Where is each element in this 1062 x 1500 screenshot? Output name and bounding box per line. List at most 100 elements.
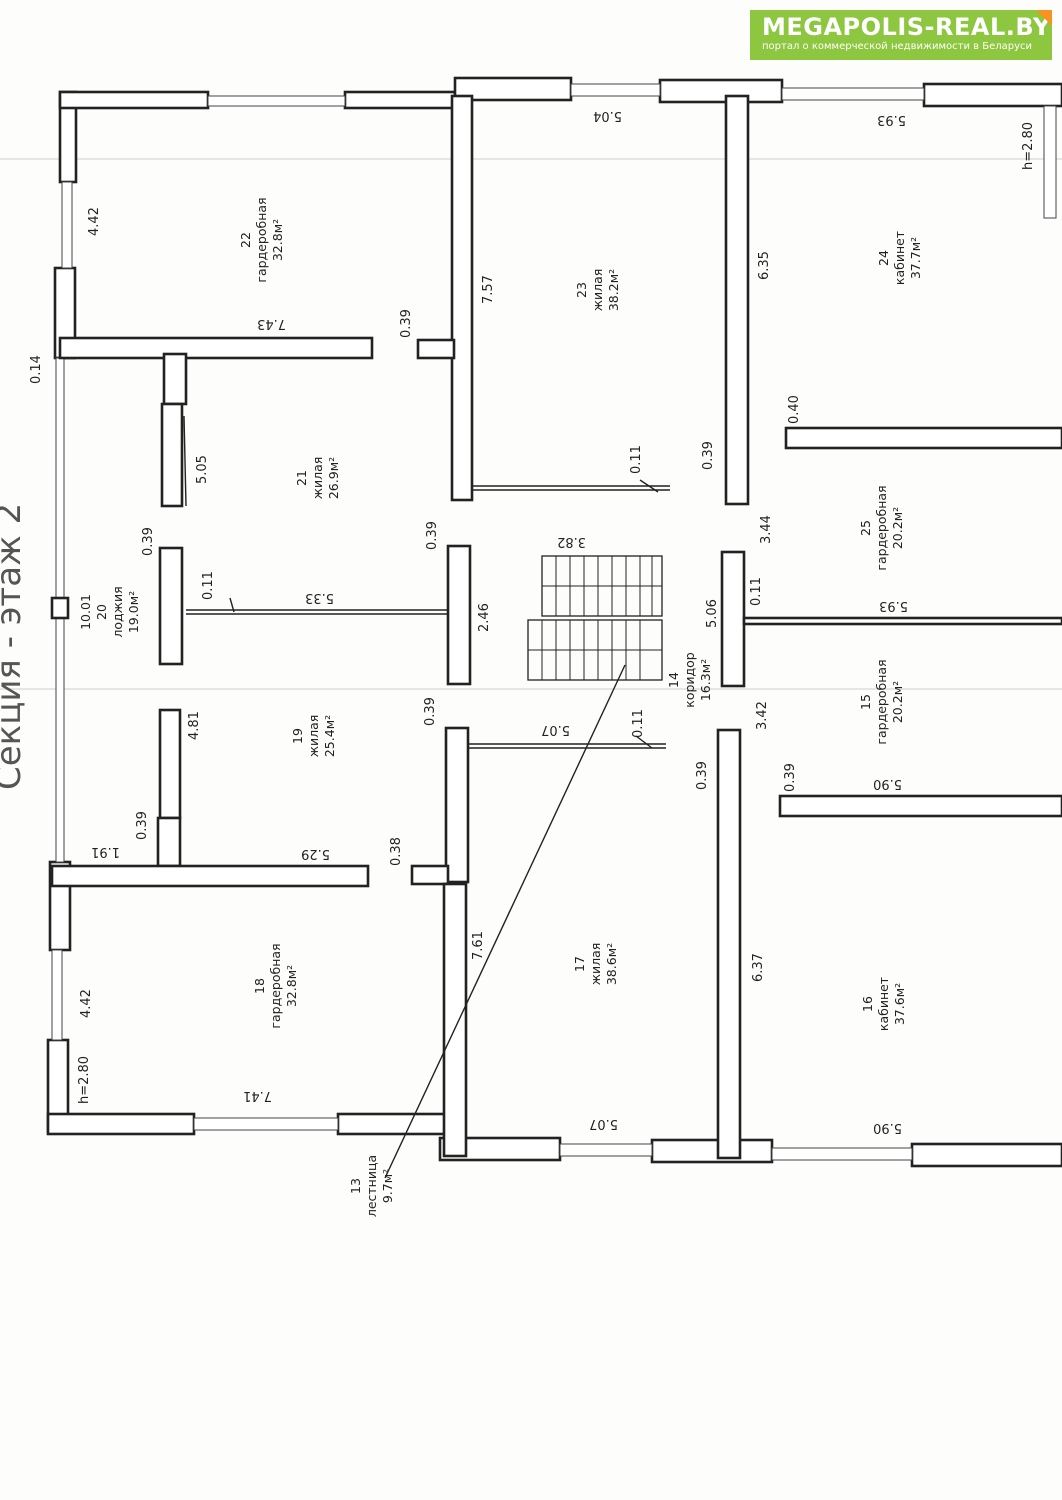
svg-text:18: 18 — [252, 978, 267, 994]
tick — [635, 735, 653, 749]
svg-text:32.8м²: 32.8м² — [270, 219, 285, 261]
window — [559, 1143, 653, 1157]
watermark-subtitle: портал о коммерческой недвижимости в Бел… — [762, 41, 1032, 52]
dimension-label: 0.40 — [787, 395, 802, 424]
svg-text:13: 13 — [348, 1178, 363, 1194]
outer-wall — [910, 1142, 1062, 1168]
dimension-label: 7.57 — [481, 275, 496, 304]
window — [781, 87, 925, 101]
interior-wall — [444, 726, 470, 884]
svg-text:жилая: жилая — [588, 943, 603, 986]
interior-wall — [158, 546, 184, 666]
window — [1043, 105, 1057, 219]
room-label-20: 10.01 20 лоджия 19.0м² — [78, 586, 141, 637]
svg-text:9.7м²: 9.7м² — [380, 1169, 395, 1203]
svg-text:26.9м²: 26.9м² — [326, 457, 341, 499]
window — [193, 1117, 339, 1131]
room-label-13: 13 лестница 9.7м² — [348, 1155, 395, 1217]
watermark-badge: MEGAPOLIS-REAL.BY портал о коммерческой … — [750, 10, 1052, 60]
svg-text:гардеробная: гардеробная — [874, 659, 889, 744]
svg-text:32.8м²: 32.8м² — [284, 965, 299, 1007]
interior-wall — [724, 94, 750, 506]
dimension-label: 4.81 — [187, 711, 202, 740]
dimension-label: 5.07 — [589, 1116, 618, 1131]
interior-wall — [742, 616, 1062, 626]
interior-wall — [162, 352, 188, 406]
svg-text:16.3м²: 16.3м² — [698, 659, 713, 701]
tick — [229, 597, 235, 613]
interior-wall — [416, 338, 456, 360]
svg-text:лестница: лестница — [364, 1155, 379, 1217]
interior-wall — [446, 544, 472, 686]
svg-text:лоджия: лоджия — [110, 586, 125, 637]
svg-text:37.6м²: 37.6м² — [892, 983, 907, 1025]
dimension-label: 0.11 — [631, 709, 646, 738]
svg-text:20.2м²: 20.2м² — [890, 507, 905, 549]
interior-wall — [50, 864, 370, 888]
dimension-label: 5.06 — [705, 599, 720, 628]
interior-wall — [160, 402, 184, 508]
outer-wall — [658, 78, 784, 104]
paper-fold — [0, 688, 1062, 690]
svg-text:кабинет: кабинет — [892, 231, 907, 285]
room-label-15: 15 гардеробная 20.2м² — [858, 659, 905, 744]
svg-text:17: 17 — [572, 956, 587, 972]
outer-wall — [922, 82, 1062, 108]
outer-wall — [650, 1138, 774, 1164]
window — [771, 1147, 913, 1161]
stair — [527, 555, 663, 681]
paper-fold — [0, 158, 1062, 160]
dimension-label: 0.39 — [695, 761, 710, 790]
svg-text:25: 25 — [858, 520, 873, 536]
svg-text:19: 19 — [290, 728, 305, 744]
dimension-label: 4.42 — [87, 207, 102, 236]
watermark-title: MEGAPOLIS-REAL.BY — [762, 13, 1051, 41]
dimension-label: h=2.80 — [77, 1056, 92, 1104]
dimension-label: 0.39 — [141, 527, 156, 556]
svg-text:25.4м²: 25.4м² — [322, 715, 337, 757]
interior-wall — [58, 336, 374, 360]
dimension-label: 3.44 — [759, 515, 774, 544]
svg-text:жилая: жилая — [310, 457, 325, 500]
window — [51, 949, 63, 1041]
svg-text:38.2м²: 38.2м² — [606, 269, 621, 311]
dimension-label: 0.39 — [783, 763, 798, 792]
leader-line — [384, 664, 626, 1179]
svg-text:гардеробная: гардеробная — [254, 197, 269, 282]
corner-flag-icon — [1036, 10, 1052, 26]
dimension-label: 0.39 — [135, 811, 150, 840]
interior-wall — [784, 426, 1062, 450]
outer-wall — [336, 1112, 448, 1136]
dimension-label: 5.29 — [301, 846, 330, 861]
dimension-label: h=2.80 — [1021, 122, 1036, 170]
svg-text:20: 20 — [94, 604, 109, 620]
svg-text:14: 14 — [666, 672, 681, 688]
outer-wall — [46, 1112, 196, 1136]
svg-text:21: 21 — [294, 470, 309, 486]
dimension-label: 5.07 — [541, 722, 570, 737]
svg-text:коридор: коридор — [682, 652, 697, 708]
interior-wall — [778, 794, 1062, 818]
dimension-label: 0.11 — [749, 577, 764, 606]
outer-wall — [58, 90, 210, 110]
dimension-label: 0.38 — [389, 837, 404, 866]
tick — [639, 479, 659, 493]
interior-wall — [720, 550, 746, 688]
room-label-19: 19 жилая 25.4м² — [290, 715, 337, 758]
window — [61, 181, 73, 269]
dimension-label: 0.39 — [399, 309, 414, 338]
svg-text:23: 23 — [574, 282, 589, 298]
interior-wall — [50, 596, 70, 620]
room-label-14: 14 коридор 16.3м² — [666, 652, 713, 708]
svg-text:гардеробная: гардеробная — [874, 485, 889, 570]
dimension-label: 5.93 — [877, 112, 906, 127]
room-label-21: 21 жилая 26.9м² — [294, 457, 341, 500]
interior-wall — [410, 864, 450, 886]
dimension-label: 3.42 — [755, 701, 770, 730]
svg-text:жилая: жилая — [306, 715, 321, 758]
dimension-label: 7.43 — [257, 316, 286, 331]
room-label-16: 16 кабинет 37.6м² — [860, 977, 907, 1031]
interior-wall — [158, 708, 182, 820]
svg-text:гардеробная: гардеробная — [268, 943, 283, 1028]
interior-wall — [156, 816, 182, 868]
